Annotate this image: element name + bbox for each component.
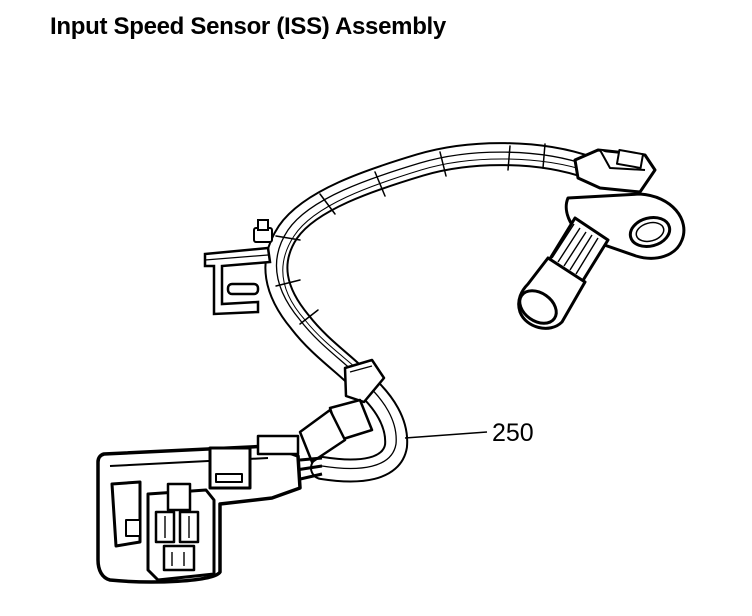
mounting-bracket (203, 246, 272, 316)
page-title: Input Speed Sensor (ISS) Assembly (50, 13, 446, 40)
callout-250: 250 (404, 419, 534, 447)
leader-line (404, 431, 488, 439)
harness-transition-clip (298, 358, 386, 464)
harness-clip (253, 219, 273, 243)
input-speed-sensor (517, 148, 686, 330)
wiring-harness (264, 142, 602, 483)
electrical-connector (96, 434, 323, 584)
callout-label: 250 (492, 419, 534, 447)
